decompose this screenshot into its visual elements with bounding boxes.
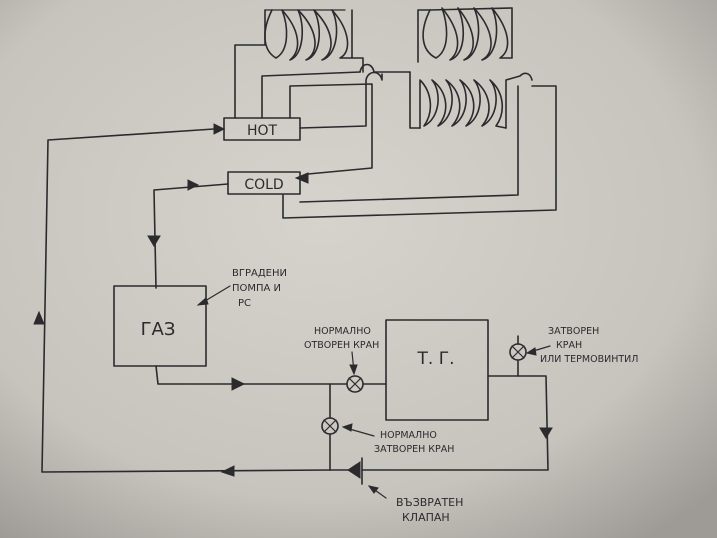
bypass-branch <box>329 375 553 471</box>
flow-arrow-icon <box>33 310 45 325</box>
boiler-label: ГАЗ <box>141 319 176 340</box>
gas-boiler: ГАЗ <box>113 285 207 367</box>
cold-to-boiler <box>147 183 229 289</box>
coil-icon <box>234 9 364 119</box>
hot-label: HOT <box>247 123 278 139</box>
boiler-note-line1: ВГРАДЕНИ <box>232 268 287 279</box>
boiler-outlet <box>155 365 387 391</box>
supply-pipes <box>261 63 411 175</box>
valve-thermo-line1: ЗАТВОРЕН <box>548 326 599 337</box>
valve-open-note: НОРМАЛНО ОТВОРЕН КРАН <box>304 326 379 376</box>
check-valve-line2: КЛАПАН <box>402 511 450 524</box>
hot-water-tank: Т. Г. <box>385 319 489 421</box>
cold-manifold: COLD <box>227 171 301 195</box>
valve-open-line2: ОТВОРЕН КРАН <box>304 340 379 351</box>
coil-icon <box>282 7 557 219</box>
flow-arrow-icon <box>294 172 309 184</box>
valve-thermo-icon <box>509 343 527 361</box>
return-loop <box>33 128 331 477</box>
boiler-note-line3: РС <box>238 298 251 309</box>
flow-arrow-icon <box>231 377 246 391</box>
valve-closed-line2: ЗАТВОРЕН КРАН <box>374 444 454 455</box>
valve-thermo-line3: ИЛИ ТЕРМОВИНТИЛ <box>540 354 638 365</box>
check-valve-note: ВЪЗВРАТЕН КЛАПАН <box>367 485 463 524</box>
flow-arrow-icon <box>220 465 235 477</box>
valve-closed-note: НОРМАЛНО ЗАТВОРЕН КРАН <box>341 423 454 455</box>
flow-arrow-icon <box>147 235 161 247</box>
check-valve-icon <box>347 457 363 485</box>
boiler-note: ВГРАДЕНИ ПОМПА И РС <box>196 268 287 309</box>
check-valve-line1: ВЪЗВРАТЕН <box>396 496 463 509</box>
valve-open-line1: НОРМАЛНО <box>314 326 371 337</box>
flow-arrow-icon <box>539 427 553 439</box>
valve-thermo-line2: КРАН <box>556 340 582 351</box>
tank-label: Т. Г. <box>417 349 455 369</box>
boiler-note-line2: ПОМПА И <box>232 283 281 294</box>
valve-open-icon <box>346 375 364 393</box>
valve-thermo-note: ЗАТВОРЕН КРАН ИЛИ ТЕРМОВИНТИЛ <box>525 326 638 365</box>
cold-label: COLD <box>244 177 283 193</box>
valve-closed-icon <box>321 417 339 435</box>
valve-closed-line1: НОРМАЛНО <box>380 430 437 441</box>
